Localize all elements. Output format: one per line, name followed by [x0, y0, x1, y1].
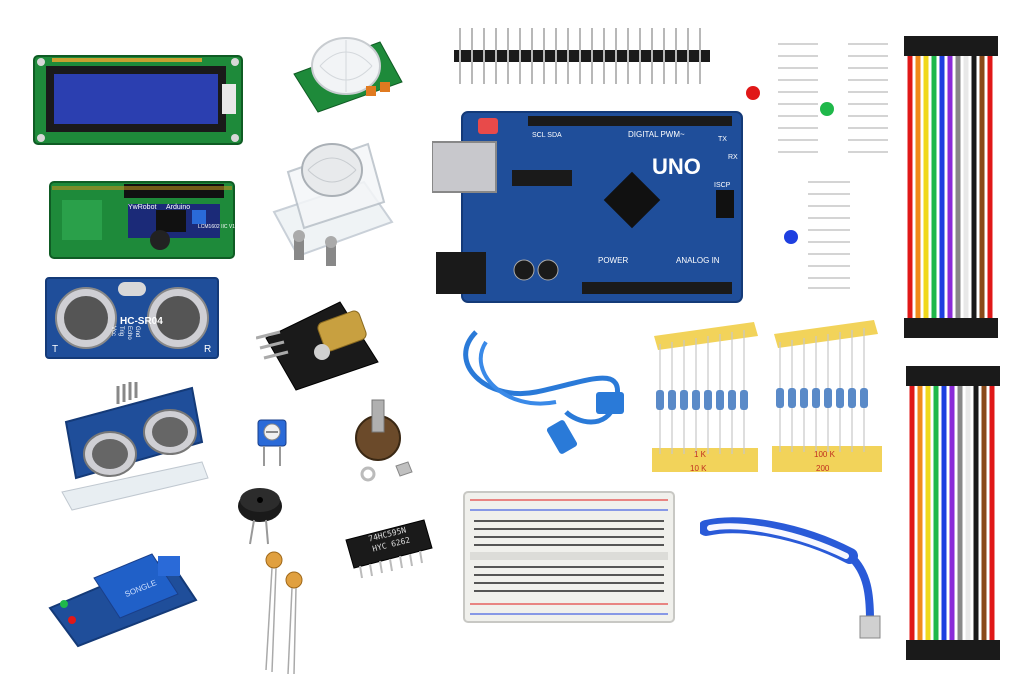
resistor-bundle-100k-200: 100 K 200	[770, 318, 884, 478]
led-blue-dot	[784, 230, 798, 244]
i2c-brand-label: YwRobot	[128, 204, 157, 211]
ultrasonic-t-label: T	[52, 344, 59, 355]
ultrasonic-sensor-with-holder	[52, 382, 212, 518]
resistor-10k-label: 10 K	[690, 464, 707, 473]
ultrasonic-pin-gnd: Gnd	[134, 326, 140, 338]
i2c-model-label: Arduino	[166, 204, 191, 211]
usb-cable	[456, 322, 636, 456]
arduino-logo: UNO	[652, 154, 701, 179]
ultrasonic-pin-echo: Echo	[126, 326, 132, 340]
i2c-backpack-module: YwRobot Arduino LCM1602 IIC V1	[48, 180, 236, 260]
arduino-icsp-label: ISCP	[714, 182, 731, 189]
ultrasonic-label: HC-SR04	[120, 316, 163, 327]
buzzer	[236, 486, 284, 546]
jumper-wires-bundle-bottom	[906, 366, 1000, 662]
resistor-100k-label: 100 K	[814, 450, 835, 459]
arduino-uno-board: UNO DIGITAL PWM~ SCL SDA TX RX ISCP POWE…	[432, 110, 744, 304]
led-red-dot	[746, 86, 760, 100]
resistor-bundle-1k-10k: 1 K 10 K	[650, 320, 762, 480]
ultrasonic-sensor-module: HC-SR04 T R Vcc Trig Echo Gnd	[44, 276, 220, 360]
led-green-dot	[820, 102, 834, 116]
resistor-1k-label: 1 K	[694, 450, 707, 459]
laser-module	[256, 298, 388, 392]
photoresistor-pair	[262, 550, 312, 676]
arduino-digital-label: DIGITAL PWM~	[628, 130, 685, 139]
rotary-potentiometer	[346, 394, 426, 486]
resistor-200-label: 200	[816, 464, 830, 473]
pin-header-strip	[452, 26, 714, 86]
arduino-power-label: POWER	[598, 256, 629, 265]
trimmer-potentiometer	[254, 416, 290, 468]
arduino-analog-label: ANALOG IN	[676, 256, 720, 265]
breadboard	[462, 490, 676, 624]
pir-sensor-module	[290, 28, 406, 114]
arduino-sda-label: SCL SDA	[532, 132, 562, 139]
ultrasonic-pin-labels: Vcc Trig Echo Gnd	[110, 326, 140, 340]
pir-sensor-with-holder	[268, 132, 396, 272]
ultrasonic-pin-trig: Trig	[118, 326, 124, 337]
relay-module: SONGLE	[48, 538, 198, 648]
shift-register-chip: 74HC595N HYC 6262	[340, 516, 436, 580]
ultrasonic-r-label: R	[204, 344, 212, 355]
i2c-part-label: LCM1602 IIC V1	[198, 224, 235, 230]
jumper-wires-bundle-top	[904, 36, 998, 342]
arduino-tx-label: TX	[718, 136, 727, 143]
usb-led-lamp	[700, 516, 884, 642]
led-set-bottom	[804, 176, 854, 292]
ultrasonic-pin-vcc: Vcc	[110, 326, 116, 337]
arduino-rx-label: RX	[728, 154, 738, 161]
lcd-1602-module	[32, 54, 244, 146]
led-set-top	[768, 38, 892, 156]
